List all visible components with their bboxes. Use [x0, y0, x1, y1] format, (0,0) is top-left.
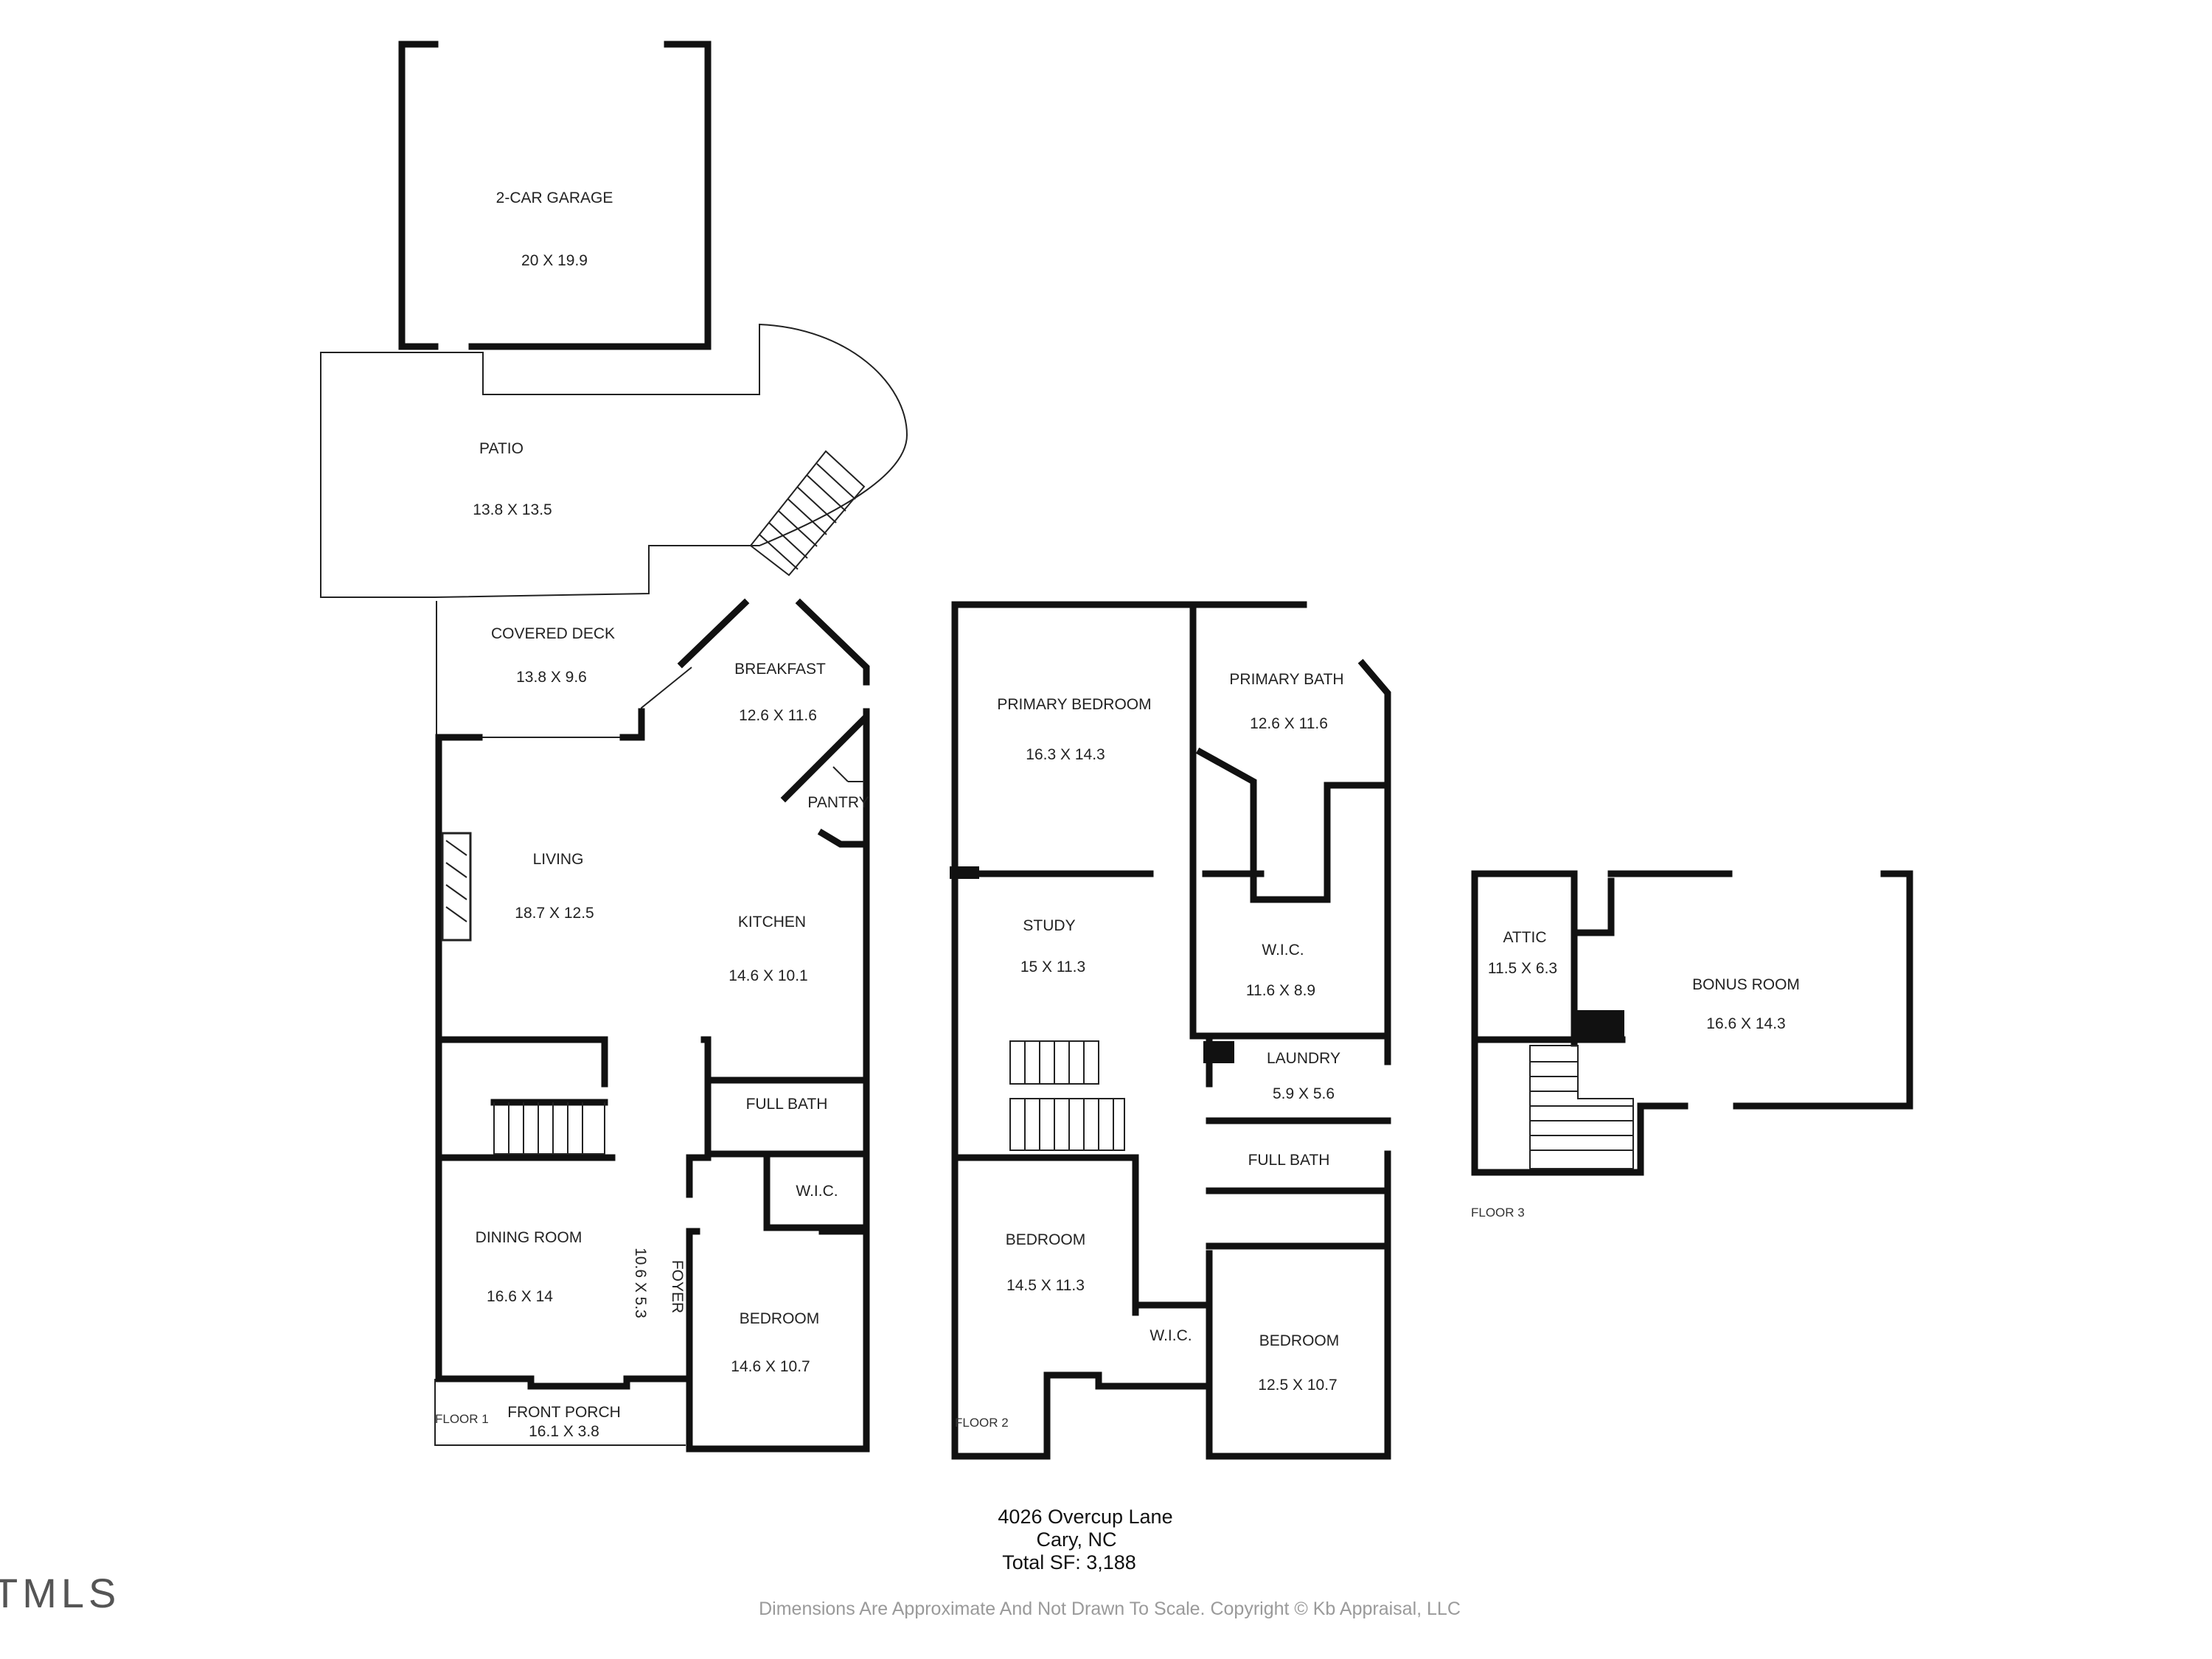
garage-dims: 20 X 19.9	[521, 252, 588, 269]
floor-2-label: FLOOR 2	[955, 1416, 1009, 1430]
floor2-stairs	[1009, 1040, 1125, 1151]
covered-deck-name: COVERED DECK	[491, 625, 615, 642]
patio-dims: 13.8 X 13.5	[473, 501, 552, 518]
bonus-room-name: BONUS ROOM	[1692, 976, 1800, 993]
floor2-fireplace-block	[950, 866, 979, 879]
study-name: STUDY	[1023, 917, 1075, 934]
laundry-name: LAUNDRY	[1267, 1050, 1340, 1067]
floor3-outer-walls	[1471, 870, 1913, 1176]
primary-bedroom-name: PRIMARY BEDROOM	[997, 696, 1151, 713]
breakfast-name: BREAKFAST	[734, 661, 826, 678]
attic-name: ATTIC	[1503, 929, 1546, 946]
bedroom-1-dims: 14.6 X 10.7	[731, 1358, 810, 1375]
dining-room-name: DINING ROOM	[476, 1229, 582, 1246]
primary-bath-name: PRIMARY BATH	[1229, 671, 1343, 688]
wic-small-name: W.I.C.	[1150, 1327, 1192, 1344]
address-street: 4026 Overcup Lane	[998, 1506, 1172, 1528]
bedroom-2-left-dims: 14.5 X 11.3	[1006, 1277, 1085, 1294]
bedroom-1-name: BEDROOM	[740, 1310, 820, 1327]
floor-3-label: FLOOR 3	[1471, 1206, 1525, 1220]
garage-name: 2-CAR GARAGE	[496, 189, 613, 206]
brand-logo: TMLS	[0, 1570, 120, 1616]
floor1-outer-walls	[435, 598, 870, 1453]
kitchen-dims: 14.6 X 10.1	[728, 967, 807, 984]
study-dims: 15 X 11.3	[1020, 959, 1085, 975]
floor-3: ATTIC 11.5 X 6.3 BONUS ROOM 16.6 X 14.3 …	[1471, 870, 1913, 1220]
laundry-block	[1203, 1041, 1234, 1063]
floor1-interior-walls	[435, 1036, 870, 1235]
attic-dims: 11.5 X 6.3	[1488, 960, 1557, 977]
patio-name: PATIO	[479, 440, 524, 457]
wic-large-dims: 11.6 X 8.9	[1246, 982, 1315, 999]
floor3-stairs	[1529, 1045, 1634, 1169]
garage-walls	[398, 41, 712, 350]
disclaimer: Dimensions Are Approximate And Not Drawn…	[759, 1599, 1461, 1619]
bonus-room-dims: 16.6 X 14.3	[1706, 1015, 1785, 1032]
address-city: Cary, NC	[1036, 1528, 1116, 1551]
primary-bedroom-dims: 16.3 X 14.3	[1026, 746, 1105, 763]
floor1-stairs	[493, 1102, 605, 1155]
full-bath-1-name: FULL BATH	[746, 1096, 828, 1113]
dining-room-dims: 16.6 X 14	[487, 1288, 553, 1305]
living-name: LIVING	[533, 851, 584, 868]
pantry-walls	[780, 714, 869, 848]
covered-deck-dims: 13.8 X 9.6	[516, 669, 587, 686]
full-bath-2-name: FULL BATH	[1248, 1152, 1330, 1169]
foyer-name: FOYER	[669, 1260, 686, 1313]
living-dims: 18.7 X 12.5	[515, 905, 594, 922]
bedroom-2-right-dims: 12.5 X 10.7	[1258, 1377, 1337, 1394]
front-porch-outline	[434, 1379, 686, 1446]
patio-outline	[320, 323, 908, 598]
fireplace	[441, 832, 472, 942]
floor-1: 2-CAR GARAGE 20 X 19.9 PATIO 13.8 X 13.5…	[320, 41, 908, 1453]
pantry-name: PANTRY	[807, 794, 869, 811]
floor-2: PRIMARY BEDROOM 16.3 X 14.3 PRIMARY BATH…	[950, 601, 1391, 1460]
bedroom-2-right-name: BEDROOM	[1259, 1332, 1340, 1349]
breakfast-dims: 12.6 X 11.6	[739, 707, 817, 724]
patio-stairs	[749, 450, 866, 577]
front-porch-dims: 16.1 X 3.8	[529, 1423, 599, 1440]
kitchen-name: KITCHEN	[738, 914, 806, 931]
laundry-dims: 5.9 X 5.6	[1273, 1085, 1335, 1102]
front-porch-name: FRONT PORCH	[507, 1404, 621, 1421]
floor2-outer-walls	[951, 601, 1391, 1460]
wic-1-name: W.I.C.	[796, 1183, 838, 1200]
wic-large-name: W.I.C.	[1262, 942, 1304, 959]
address-total-sf: Total SF: 3,188	[1002, 1551, 1136, 1573]
foyer-dims: 10.6 X 5.3	[632, 1248, 649, 1318]
bedroom-2-left-name: BEDROOM	[1006, 1231, 1086, 1248]
floor3-chimney-block	[1576, 1010, 1624, 1040]
floor-1-label: FLOOR 1	[435, 1412, 489, 1426]
primary-bath-dims: 12.6 X 11.6	[1250, 715, 1328, 732]
